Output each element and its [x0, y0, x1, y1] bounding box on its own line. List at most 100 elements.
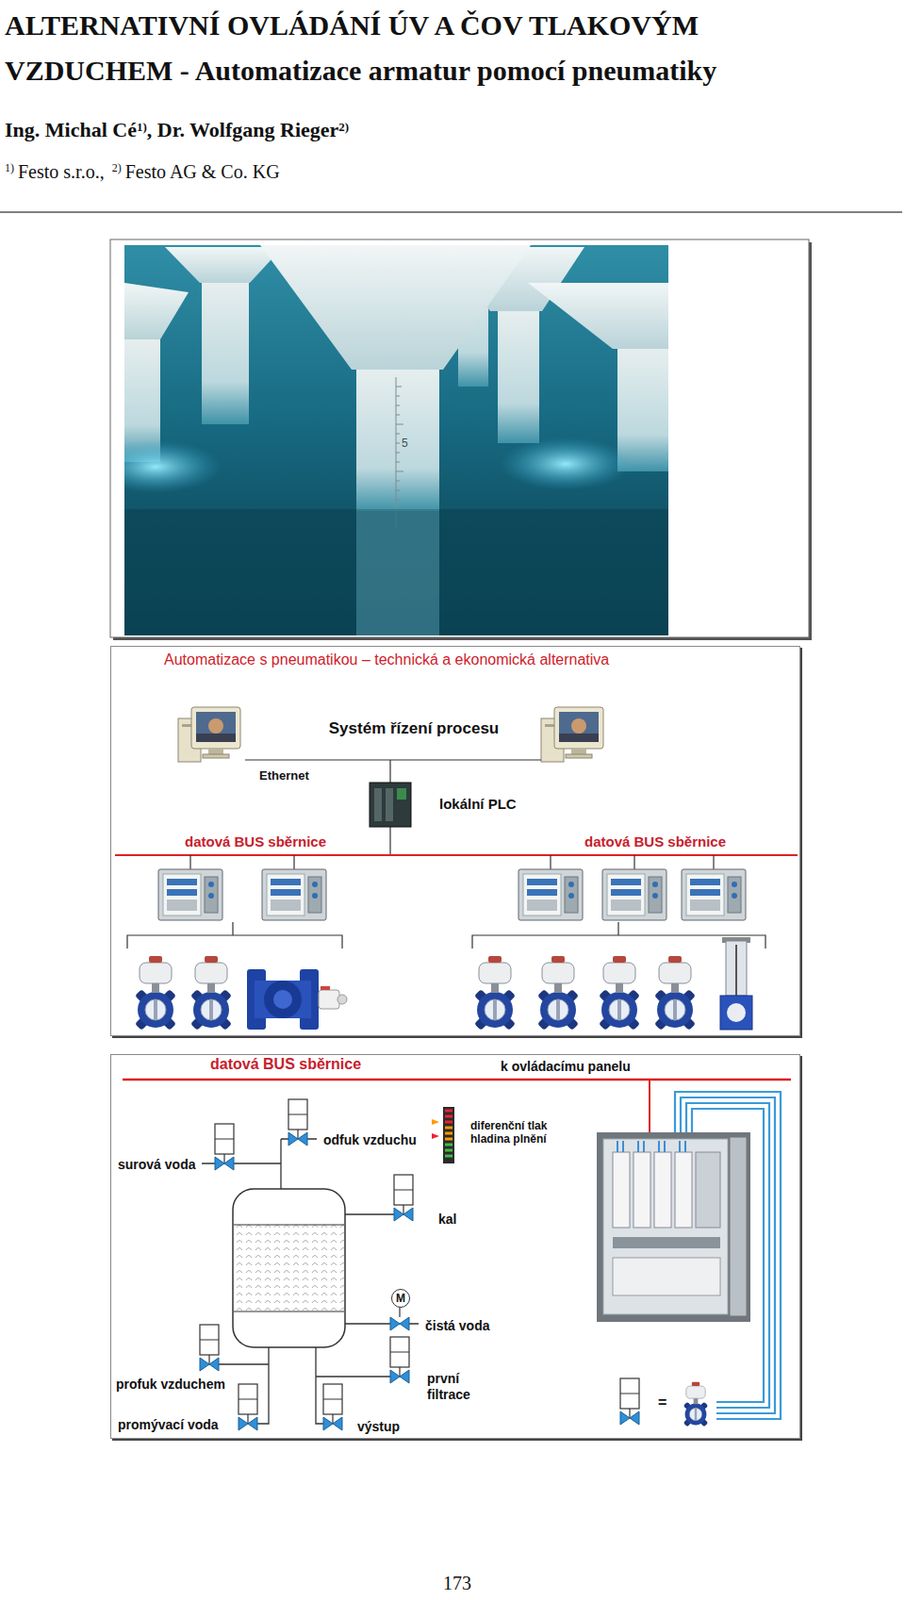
automation-network [158, 869, 223, 921]
control-panel-photo [596, 1132, 751, 1322]
control-panel-photo [633, 1151, 651, 1228]
automation-network [115, 854, 798, 856]
filter-process-scheme [620, 1378, 640, 1425]
automation-network [726, 1003, 746, 1022]
control-panel-photo [729, 1136, 747, 1317]
automation-network [262, 869, 327, 921]
water-tank-photo [395, 377, 404, 528]
filter-process-scheme [431, 1118, 440, 1125]
system-label: Systém řízení procesu [329, 719, 499, 739]
bus-label: datová BUS sběrnice [210, 1054, 362, 1073]
water-tank-photo [356, 509, 440, 636]
filter-process-scheme [288, 1099, 308, 1146]
filter-process-scheme [233, 1224, 345, 1312]
automation-network [318, 989, 340, 1009]
automation-network [369, 782, 412, 827]
filter-process-scheme [233, 1224, 345, 1312]
author-text: , Dr. Wolfgang Rieger [147, 117, 340, 142]
water-tank-photo [499, 437, 632, 491]
automation-network [396, 788, 407, 800]
bus-label: datová BUS sběrnice [184, 833, 327, 851]
pipe-label: promývací voda [117, 1416, 219, 1433]
water-tank-photo [201, 282, 249, 425]
automation-network [190, 855, 714, 870]
control-panel-photo [612, 1236, 721, 1249]
automation-network [320, 986, 330, 990]
filter-process-scheme [201, 1138, 419, 1424]
control-panel-photo [617, 1140, 686, 1152]
photo-frame [110, 239, 812, 641]
pipe-label: čistá voda [425, 1317, 490, 1334]
water-tank-photo [124, 440, 222, 494]
filter-process-scheme [398, 1306, 400, 1317]
bus-label: datová BUS sběrnice [584, 833, 726, 851]
author-text: Ing. Michal Cé [4, 117, 137, 142]
automation-network [134, 955, 177, 1031]
filter-process-scheme [444, 1144, 453, 1156]
automation-network [254, 980, 312, 1019]
automation-network [518, 869, 583, 921]
network-label: Ethernet [259, 768, 310, 784]
control-panel-photo [654, 1151, 672, 1228]
pipe-label: výstup [357, 1418, 400, 1435]
automation-network [735, 944, 738, 998]
frame-heading: Automatizace s pneumatikou – technická a… [164, 650, 609, 669]
automation-network [127, 921, 766, 949]
automation-network [474, 955, 516, 1031]
footnote-mark: 1) [4, 161, 15, 175]
motor-symbol: M [391, 1288, 411, 1308]
automation-network [190, 955, 232, 1031]
control-panel-photo [612, 1257, 721, 1296]
control-panel-photo [674, 1151, 692, 1228]
page-title: ALTERNATIVNÍ OVLÁDÁNÍ ÚV A ČOV TLAKOVÝM … [4, 2, 816, 94]
author-text: Festo s.r.o., [17, 161, 105, 182]
photo-frame [110, 239, 809, 638]
automation-network [115, 707, 798, 1031]
pipe-label: kal [438, 1211, 457, 1228]
filter-process-scheme [390, 1336, 410, 1383]
automation-network [598, 955, 641, 1031]
footnote-mark: 2) [112, 161, 122, 175]
filter-process-scheme [390, 1316, 410, 1331]
control-panel-photo [596, 1132, 751, 1322]
automation-network [273, 989, 293, 1009]
automation-network [374, 788, 382, 822]
filter-process-scheme [323, 1383, 343, 1431]
author-line: Ing. Michal Cé1), Dr. Wolfgang Rieger2) [4, 117, 349, 143]
automation-network [337, 994, 347, 1004]
panel-label: k ovládacímu panelu [500, 1058, 631, 1075]
pipe-label: profuk vzduchem [115, 1376, 226, 1393]
sensor-label: diferenční tlak hladina plnění [470, 1118, 561, 1147]
automation-network [537, 955, 579, 1031]
filter-process-scheme [232, 1188, 346, 1348]
filter-process-scheme [122, 1078, 791, 1082]
filter-process-scheme [674, 1091, 781, 1419]
equals-sign: = [658, 1393, 667, 1412]
automation-network [385, 788, 394, 822]
filter-process-scheme [443, 1106, 455, 1164]
water-tank-photo [124, 245, 669, 636]
footnote-mark: 2) [338, 119, 349, 134]
header-rule [0, 212, 903, 214]
affiliation-line: 1)Festo s.r.o.,2)Festo AG & Co. KG [4, 161, 280, 183]
page-number: 173 [443, 1571, 472, 1595]
control-panel-photo [603, 1138, 728, 1315]
automation-network [541, 707, 604, 762]
pipe-label: surová voda [117, 1156, 196, 1173]
automation-network [178, 707, 241, 762]
filter-process-scheme [199, 1324, 219, 1371]
automation-network [681, 869, 746, 921]
water-tank-photo [260, 245, 531, 370]
filter-process-scheme [394, 1174, 413, 1221]
automation-network [654, 955, 696, 1031]
water-tank-photo [124, 282, 189, 340]
control-panel-photo [612, 1151, 630, 1228]
process-scheme-frame: datová BUS sběrnice k ovládacímu panelu di… [110, 1053, 801, 1439]
water-tank-photo [164, 246, 283, 283]
water-tank-photo [497, 311, 540, 444]
filter-process-scheme [444, 1110, 453, 1122]
pipe-label: první filtrace [427, 1370, 490, 1403]
motor-letter: M [395, 1292, 406, 1304]
filter-process-scheme [444, 1127, 453, 1139]
